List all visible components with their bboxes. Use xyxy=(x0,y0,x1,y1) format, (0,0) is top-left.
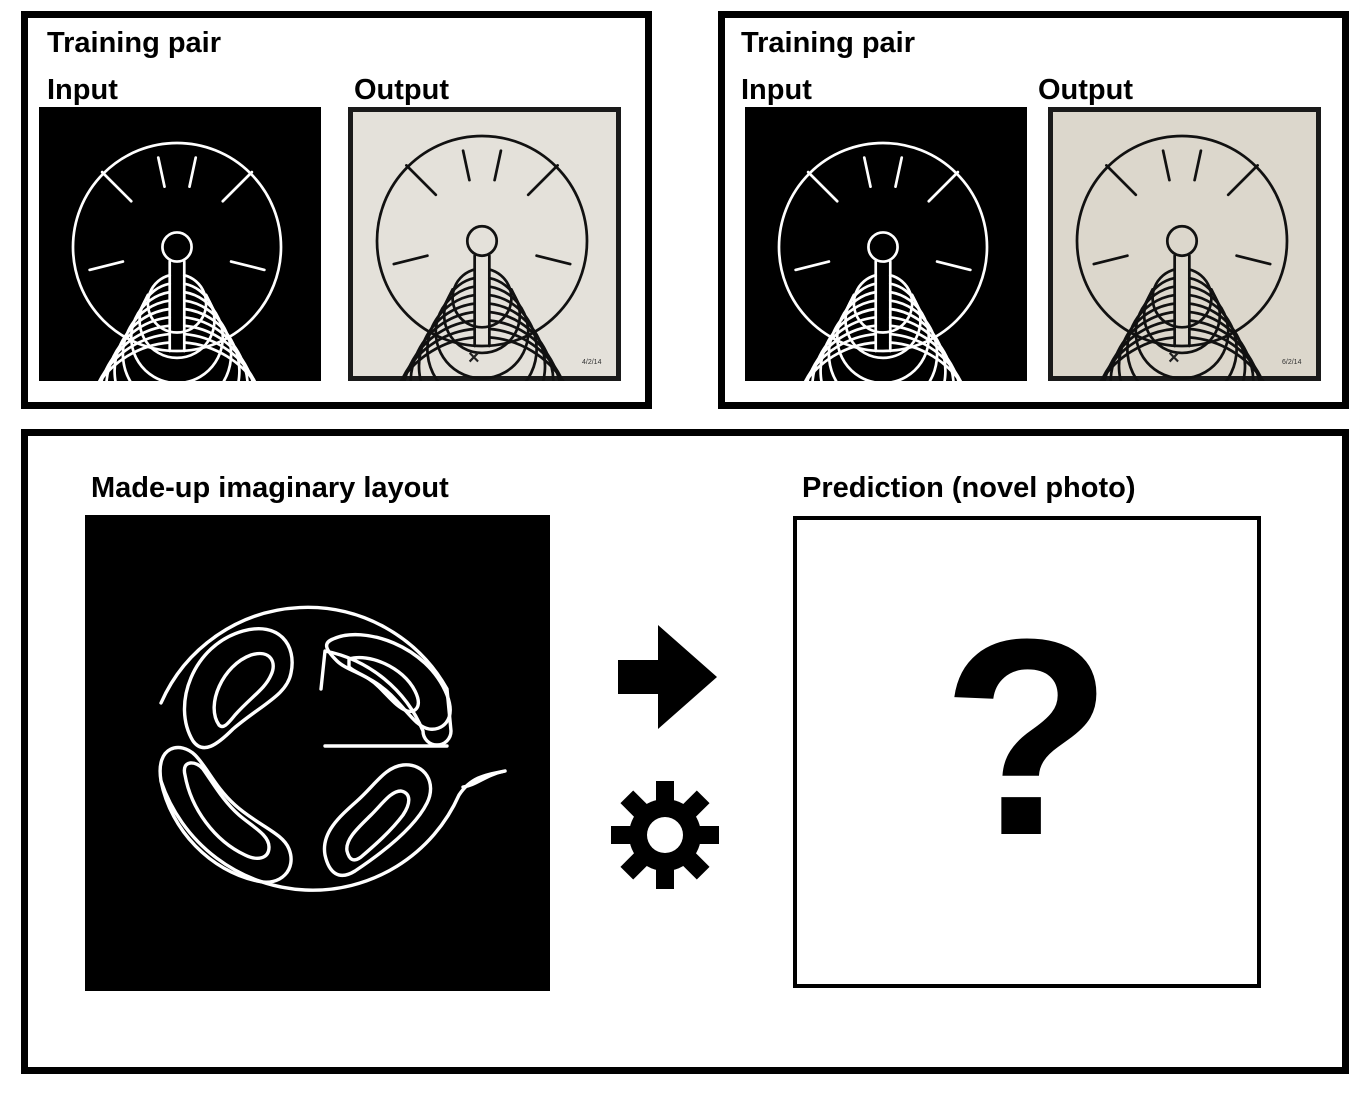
query-panel: Made-up imaginary layout Prediction (nov… xyxy=(21,429,1349,1074)
gear-icon xyxy=(611,781,719,889)
prediction-question-mark: ? xyxy=(941,582,1113,894)
training-pair-2-panel: Training pair Input Output × 6/2/14 xyxy=(718,11,1349,409)
training-pair-1-input-label: Input xyxy=(47,74,118,106)
training-pair-2-output-label: Output xyxy=(1038,74,1134,106)
arrow-right-icon xyxy=(618,625,717,729)
training-pair-2-output-signature: 6/2/14 xyxy=(1282,359,1302,366)
training-pair-1-output-signature: 4/2/14 xyxy=(582,359,602,366)
training-pair-2-title: Training pair xyxy=(741,27,916,59)
prediction-box: ? xyxy=(793,516,1261,988)
training-pair-1-output-label: Output xyxy=(354,74,450,106)
training-pair-2-input-image xyxy=(745,107,1027,381)
training-pair-1-panel: Training pair Input Output × 4/2/14 xyxy=(21,11,652,409)
query-input-title: Made-up imaginary layout xyxy=(91,472,449,504)
prediction-title: Prediction (novel photo) xyxy=(802,472,1136,504)
made-up-layout-image xyxy=(85,515,550,991)
training-pair-2-input-label: Input xyxy=(741,74,812,106)
training-pair-2-output-image: × 6/2/14 xyxy=(1048,107,1321,381)
training-pair-1-output-image: × 4/2/14 xyxy=(348,107,621,381)
training-pair-1-output-mark: × xyxy=(468,347,480,369)
training-pair-1-title: Training pair xyxy=(47,27,222,59)
training-pair-2-output-mark: × xyxy=(1168,347,1180,369)
training-pair-1-input-image xyxy=(39,107,321,381)
